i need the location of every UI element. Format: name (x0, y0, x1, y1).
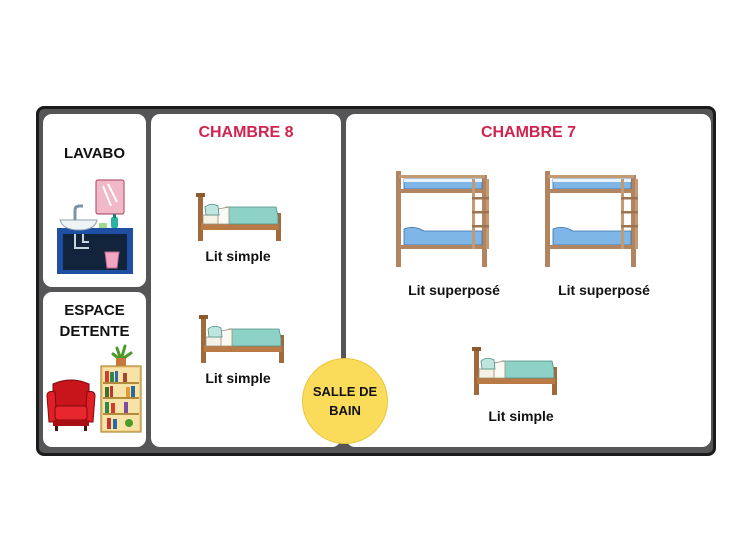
chambre-7-title: CHAMBRE 7 (480, 124, 577, 141)
floor-plan: LAVABO ESPACE DETENTE (36, 106, 716, 456)
lavabo-label: LAVABO (63, 145, 126, 162)
single-bed-icon (472, 347, 558, 395)
espace-detente-line2: DETENTE (59, 323, 130, 340)
bookshelf-icon (100, 344, 142, 433)
room-espace-detente: ESPACE DETENTE (43, 292, 146, 447)
sink-icon (57, 179, 133, 274)
espace-detente-line1: ESPACE (64, 302, 125, 319)
espace-detente-label: ESPACE DETENTE (43, 300, 146, 342)
bathroom-label: SALLE DE BAIN (312, 384, 378, 418)
bed-label: Lit simple (205, 370, 271, 386)
bathroom-circle: SALLE DE BAIN (302, 358, 388, 444)
armchair-icon (46, 379, 96, 431)
chambre-8-title: CHAMBRE 8 (198, 124, 294, 141)
bunk-bed-label: Lit superposé (558, 282, 650, 298)
bunk-bed-icon (544, 171, 639, 267)
single-bed-icon (199, 315, 285, 363)
bed-label: Lit simple (205, 248, 271, 264)
bunk-bed-icon (395, 171, 490, 267)
single-bed-icon (196, 193, 282, 241)
room-lavabo: LAVABO (43, 114, 146, 287)
bunk-bed-label: Lit superposé (408, 282, 500, 298)
room-chambre-7: CHAMBRE 7 Lit superposé Lit superposé Li… (346, 114, 711, 447)
bed-label: Lit simple (488, 408, 554, 424)
